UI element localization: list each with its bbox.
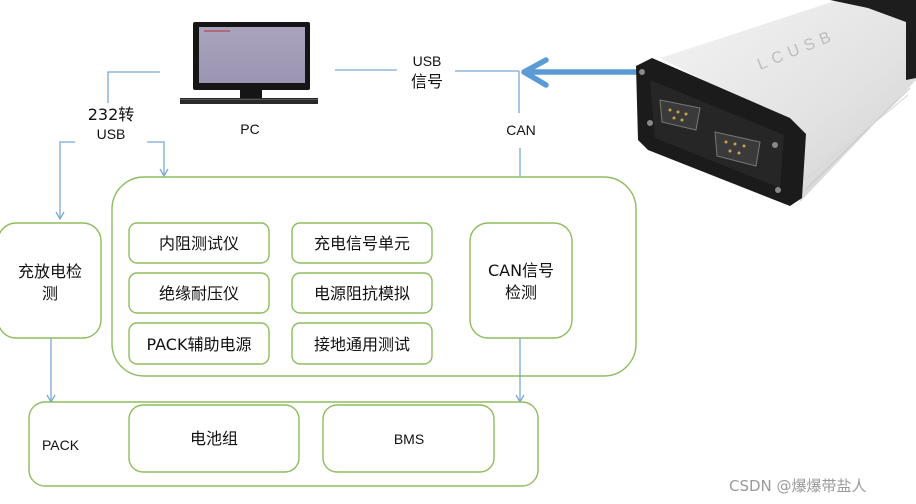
module-label: PACK辅助电源 (147, 335, 252, 354)
arrow-down-icon (159, 168, 169, 178)
arrow-left-icon (521, 57, 549, 88)
db9-connector-icon (714, 131, 761, 167)
usb-converter-label-line2: USB (97, 126, 126, 142)
can-detect-label-line1: CAN信号 (488, 261, 554, 280)
module-box-charge-signal (291, 222, 433, 264)
pack-label: PACK (42, 437, 80, 453)
module-box-insulation (128, 272, 270, 314)
bms-label: BMS (394, 431, 424, 447)
module-label: 充电信号单元 (314, 234, 410, 253)
pc-computer-icon (180, 22, 318, 104)
charge-discharge-label-line2: 测 (42, 284, 58, 303)
battery-box (128, 404, 300, 473)
pc-to-converter-line (107, 71, 160, 103)
usb-signal-label-line1: USB (413, 53, 442, 69)
watermark: CSDN @爆爆带盐人 (729, 477, 867, 495)
battery-label: 电池组 (190, 429, 238, 448)
db9-connector-icon (659, 99, 701, 131)
module-box-power-impedance (291, 272, 433, 314)
module-box-ground-test (291, 322, 433, 365)
bms-box (322, 404, 495, 473)
can-detect-label-line2: 检测 (505, 283, 537, 302)
pc-label: PC (240, 121, 259, 137)
can-detect-box (469, 222, 573, 339)
module-label: 内阻测试仪 (159, 234, 239, 253)
module-label: 绝缘耐压仪 (159, 284, 239, 303)
module-box-internal-resistance (128, 222, 270, 264)
module-box-pack-aux-power (128, 322, 270, 365)
usb-signal-label-line2: 信号 (411, 72, 443, 91)
arrow-down-icon (55, 211, 65, 221)
module-label: 电源阻抗模拟 (314, 284, 410, 303)
usb-converter-label-line1: 232转 (88, 105, 135, 124)
module-label: 接地通用测试 (314, 335, 410, 354)
charge-discharge-label-line1: 充放电检 (18, 262, 82, 281)
usb-can-device-image: LCUSB (636, 0, 916, 206)
can-link-label: CAN (506, 122, 536, 138)
charge-discharge-box (0, 222, 102, 339)
converter-to-modules-line (147, 141, 165, 175)
converter-to-charge-line (59, 141, 75, 218)
